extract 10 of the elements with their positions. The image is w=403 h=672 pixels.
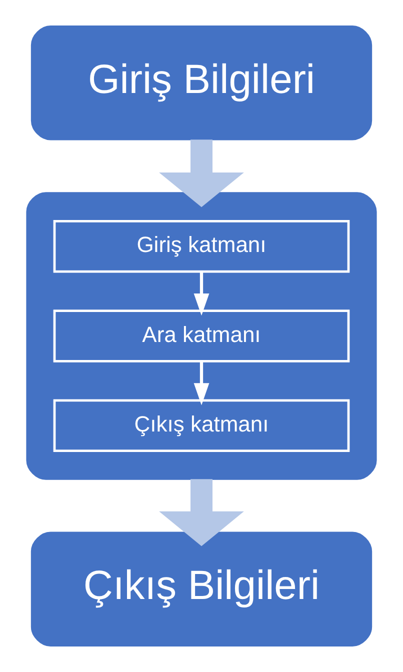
node-box: Giriş katmanı: [53, 220, 350, 273]
node-box: Ara katmanı: [53, 310, 350, 362]
arrow: [159, 479, 244, 546]
cluster: [26, 192, 377, 480]
node-box: Çıkış katmanı: [53, 399, 350, 452]
node-box: Giriş Bilgileri: [30, 26, 372, 140]
arrow: [194, 272, 210, 316]
arrow: [194, 361, 210, 406]
node-box: Çıkış Bilgileri: [30, 532, 372, 646]
arrow: [159, 140, 244, 208]
